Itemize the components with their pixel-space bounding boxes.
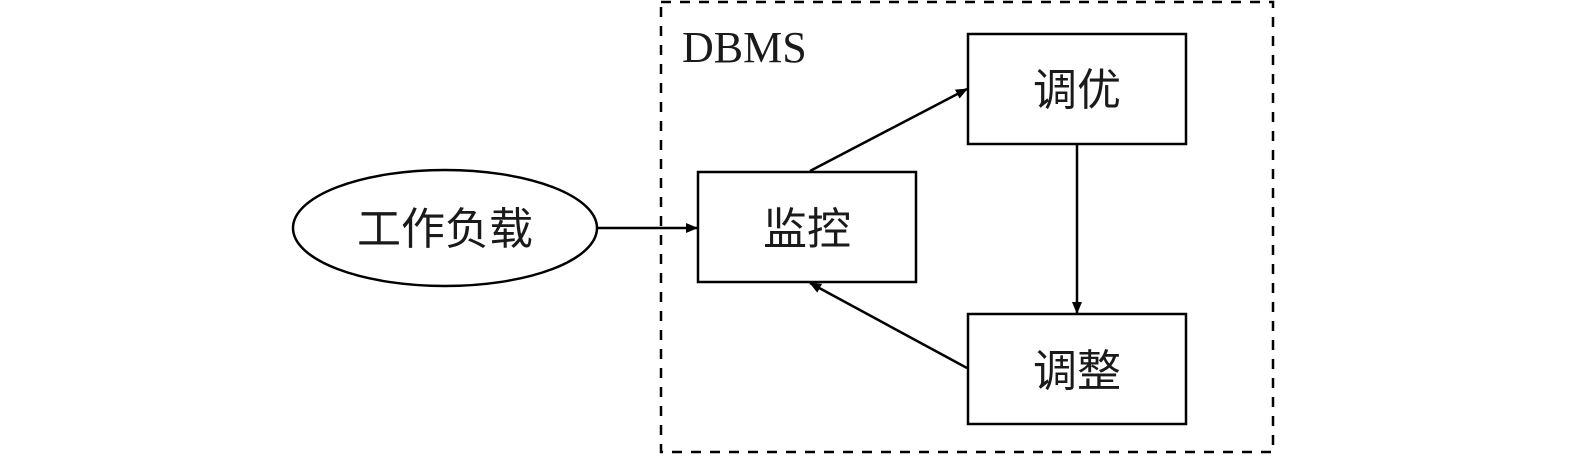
monitor-label: 监控 <box>763 204 851 255</box>
tune-node: 调优 <box>966 32 1188 146</box>
tune-box <box>966 32 1188 146</box>
dbms-container-border <box>659 0 1275 454</box>
adjust-box <box>966 312 1188 426</box>
arrow-adjust-to-monitor <box>809 281 968 370</box>
arrow-monitor-to-tune <box>809 87 968 173</box>
adjust-node: 调整 <box>966 312 1188 426</box>
monitor-box <box>696 170 918 284</box>
tune-label: 调优 <box>1033 65 1121 116</box>
adjust-label: 调整 <box>1033 346 1121 397</box>
monitor-node: 监控 <box>696 170 918 284</box>
dbms-container: DBMS <box>659 0 1275 454</box>
workload-node: 工作负载 <box>291 168 599 288</box>
dbms-container-label: DBMS <box>682 23 807 72</box>
workload-label: 工作负载 <box>357 204 533 255</box>
